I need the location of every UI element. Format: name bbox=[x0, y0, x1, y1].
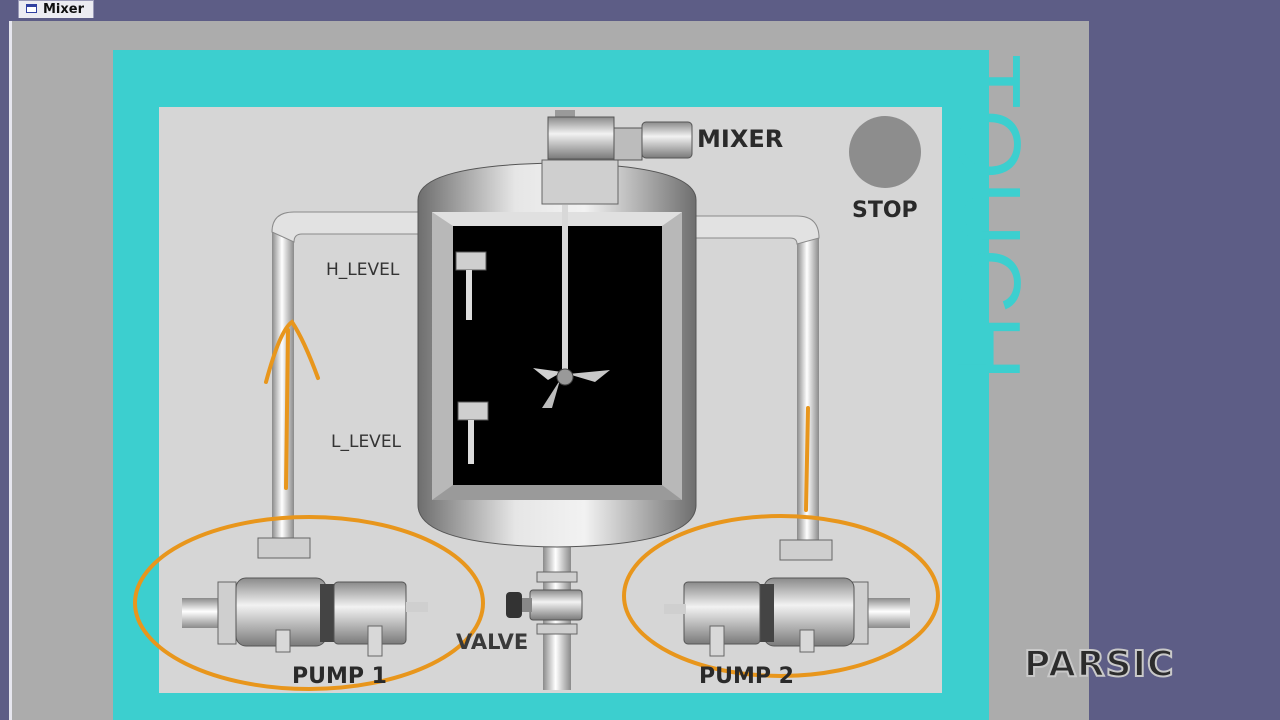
high-level-sensor bbox=[455, 251, 487, 320]
mixer-motor bbox=[541, 110, 693, 205]
annotation-marks bbox=[133, 319, 940, 691]
pipe-right bbox=[695, 215, 820, 546]
pump-2-label: PUMP 2 bbox=[699, 664, 794, 689]
pump-2-highlight bbox=[622, 514, 940, 678]
low-level-sensor bbox=[457, 401, 489, 464]
pipe-left bbox=[271, 211, 419, 544]
mixer-label: MIXER bbox=[697, 125, 784, 153]
drain-valve bbox=[506, 571, 583, 635]
right-margin bbox=[1089, 21, 1280, 720]
stop-label: STOP bbox=[852, 198, 918, 223]
parsic-logo: PARSIC bbox=[1023, 643, 1175, 686]
flow-arrow-up bbox=[264, 319, 320, 490]
mixing-tank bbox=[417, 162, 697, 548]
pump-1-highlight bbox=[133, 515, 485, 691]
window-tab-mixer[interactable]: Mixer bbox=[18, 0, 94, 18]
stop-button[interactable] bbox=[849, 116, 921, 188]
pump-1 bbox=[182, 537, 428, 657]
low-level-label: L_LEVEL bbox=[331, 432, 402, 452]
window-icon bbox=[26, 4, 37, 13]
flow-line-right bbox=[804, 406, 810, 512]
agitator bbox=[533, 205, 610, 408]
valve-label: VALVE bbox=[456, 630, 529, 654]
window-tab-label: Mixer bbox=[43, 2, 85, 17]
pump-2 bbox=[664, 539, 910, 657]
pump-1-label: PUMP 1 bbox=[292, 664, 387, 689]
high-level-label: H_LEVEL bbox=[326, 260, 400, 280]
